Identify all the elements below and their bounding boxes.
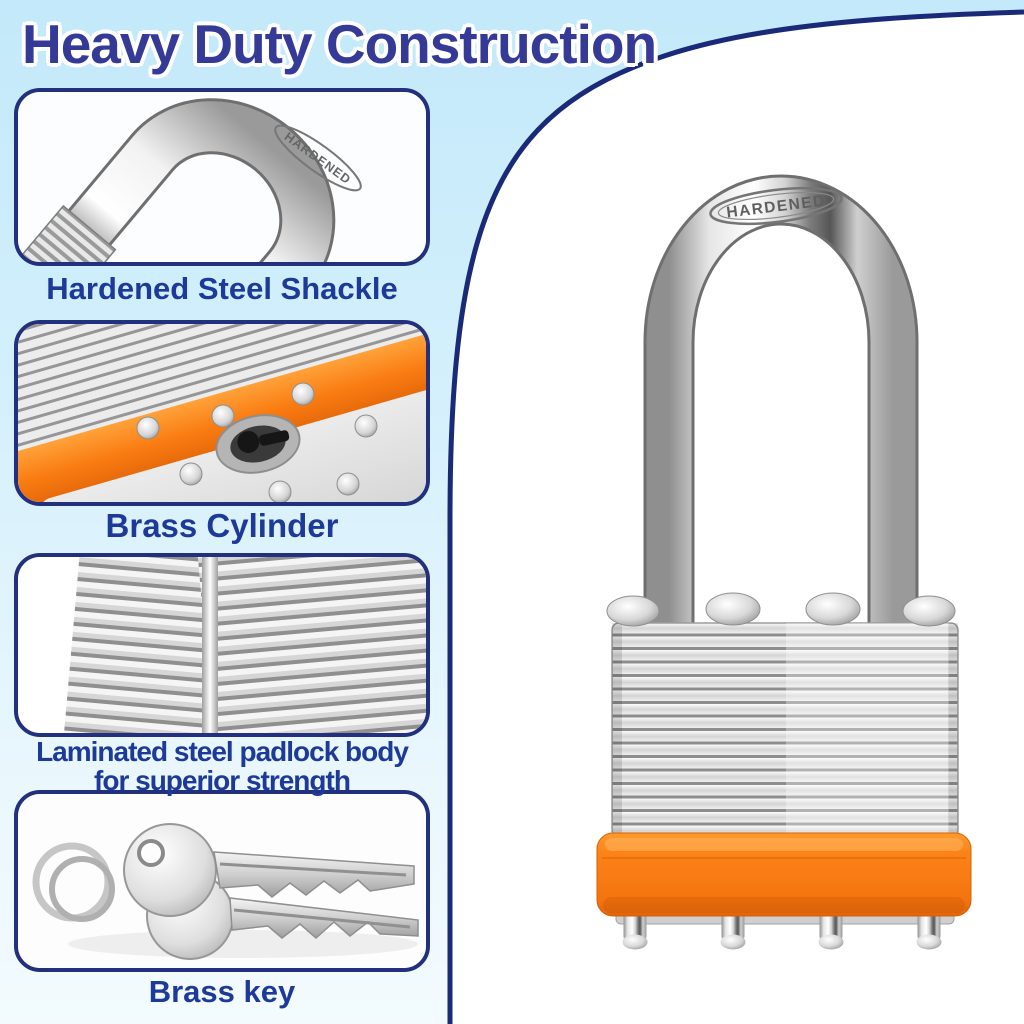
feature-label-brass-cylinder: Brass Cylinder [105,507,339,544]
feature-card-laminated-body [14,553,430,737]
padlock-underside-photo [18,324,426,502]
keyhole [215,414,301,474]
body-left-shade [612,623,622,837]
feature-label-laminated-body: Laminated steel padlock body for superio… [36,736,409,796]
padlock-orange-bumper [596,832,972,917]
padlock-bottom-pins [622,910,942,950]
page-title: Heavy Duty Construction [22,13,657,75]
feature-card-cylinder [14,320,430,506]
padlock-top-rivets [606,592,956,627]
padlock-shackle-chrome [646,177,916,700]
feature-card-shackle: HARDENED [14,88,430,266]
laminated-left-face [63,557,223,733]
laminated-right-face [197,557,426,733]
body-right-shade [948,623,958,837]
laminated-layers [18,324,426,469]
shackle-ferrule [18,204,117,262]
feature-label-hardened-steel-shackle: Hardened Steel Shackle [46,271,398,306]
keys-photo [18,794,426,968]
key-upper [123,823,415,917]
body-highlight [786,623,949,837]
curved-divider-line [447,9,1024,1024]
keys-shadow [68,930,418,958]
feature-label-brass-key: Brass key [148,974,296,1009]
laminated-layers-photo [18,557,426,733]
feature-card-brass-key [14,790,430,972]
laminated-corner-ridge [202,557,218,733]
shackle-closeup-photo: HARDENED [18,92,426,262]
plate-rivets [136,382,378,502]
split-ring-front [49,856,115,922]
